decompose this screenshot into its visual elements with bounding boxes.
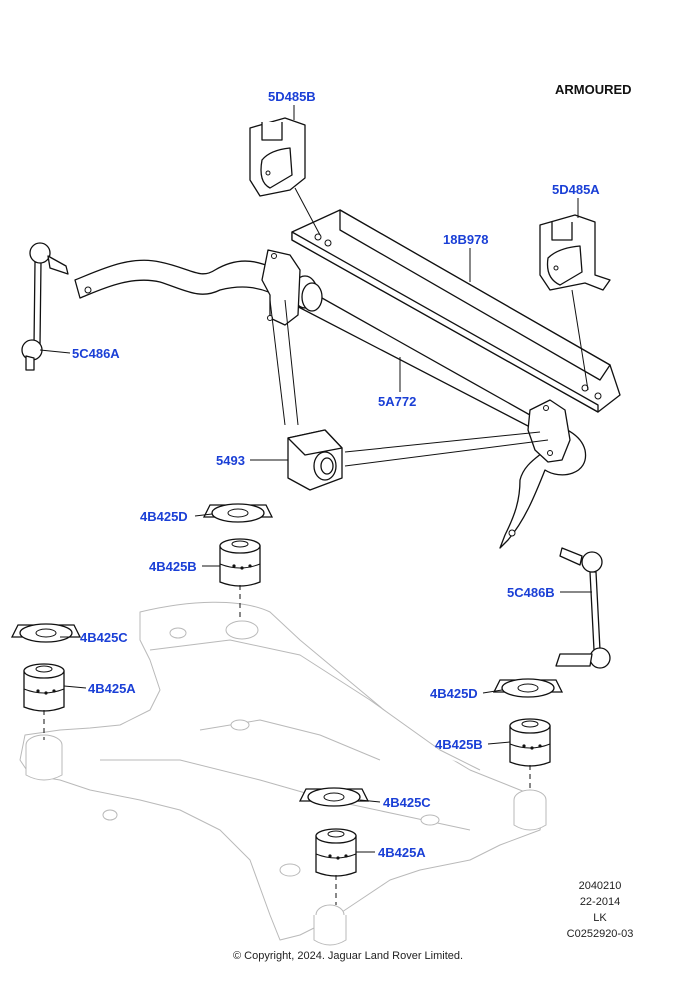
- subframe-ghost: [19, 601, 547, 946]
- callout-4B425B-top[interactable]: 4B425B: [149, 559, 197, 574]
- callout-18B978[interactable]: 18B978: [443, 232, 489, 247]
- drawing-metadata: 2040210 22-2014 LK C0252920-03: [560, 878, 640, 942]
- washer-4B425D-top[interactable]: [203, 503, 273, 523]
- callout-4B425A-left[interactable]: 4B425A: [88, 681, 136, 696]
- mount-4B425A-left[interactable]: [23, 663, 65, 712]
- bushing-5493[interactable]: [287, 429, 343, 491]
- callout-5C486A[interactable]: 5C486A: [72, 346, 120, 361]
- clamp-5D485B[interactable]: [249, 117, 306, 197]
- washer-4B425D-right[interactable]: [493, 678, 563, 698]
- callout-4B425C-bottom[interactable]: 4B425C: [383, 795, 431, 810]
- callout-5D485B[interactable]: 5D485B: [268, 89, 316, 104]
- mount-4B425B-right[interactable]: [509, 718, 551, 767]
- callout-4B425B-right[interactable]: 4B425B: [435, 737, 483, 752]
- callout-4B425C-left[interactable]: 4B425C: [80, 630, 128, 645]
- drawing-reference: C0252920-03: [566, 928, 634, 940]
- variant-label: ARMOURED: [555, 82, 632, 97]
- clamp-5D485A[interactable]: [539, 214, 611, 291]
- mount-4B425A-bottom[interactable]: [315, 828, 357, 877]
- mount-4B425B-top[interactable]: [219, 538, 261, 587]
- drawing-date: 22-2014: [579, 896, 621, 908]
- callout-5A772[interactable]: 5A772: [378, 394, 416, 409]
- callout-4B425A-bottom[interactable]: 4B425A: [378, 845, 426, 860]
- leader-lines: [39, 105, 592, 853]
- link-5C486B[interactable]: [555, 547, 611, 669]
- stabilizer-bar[interactable]: [74, 249, 587, 549]
- callout-5493[interactable]: 5493: [216, 453, 245, 468]
- copyright: © Copyright, 2024. Jaguar Land Rover Lim…: [233, 950, 464, 962]
- callout-4B425D-right[interactable]: 4B425D: [430, 686, 478, 701]
- callout-5D485A[interactable]: 5D485A: [552, 182, 600, 197]
- drawing-number: 2040210: [578, 880, 622, 892]
- drawing-code: LK: [593, 912, 607, 924]
- crossmember-bracket[interactable]: [291, 209, 621, 413]
- link-5C486A[interactable]: [21, 242, 69, 371]
- callout-5C486B[interactable]: 5C486B: [507, 585, 555, 600]
- callout-4B425D-top[interactable]: 4B425D: [140, 509, 188, 524]
- washer-4B425C-left[interactable]: [11, 623, 81, 643]
